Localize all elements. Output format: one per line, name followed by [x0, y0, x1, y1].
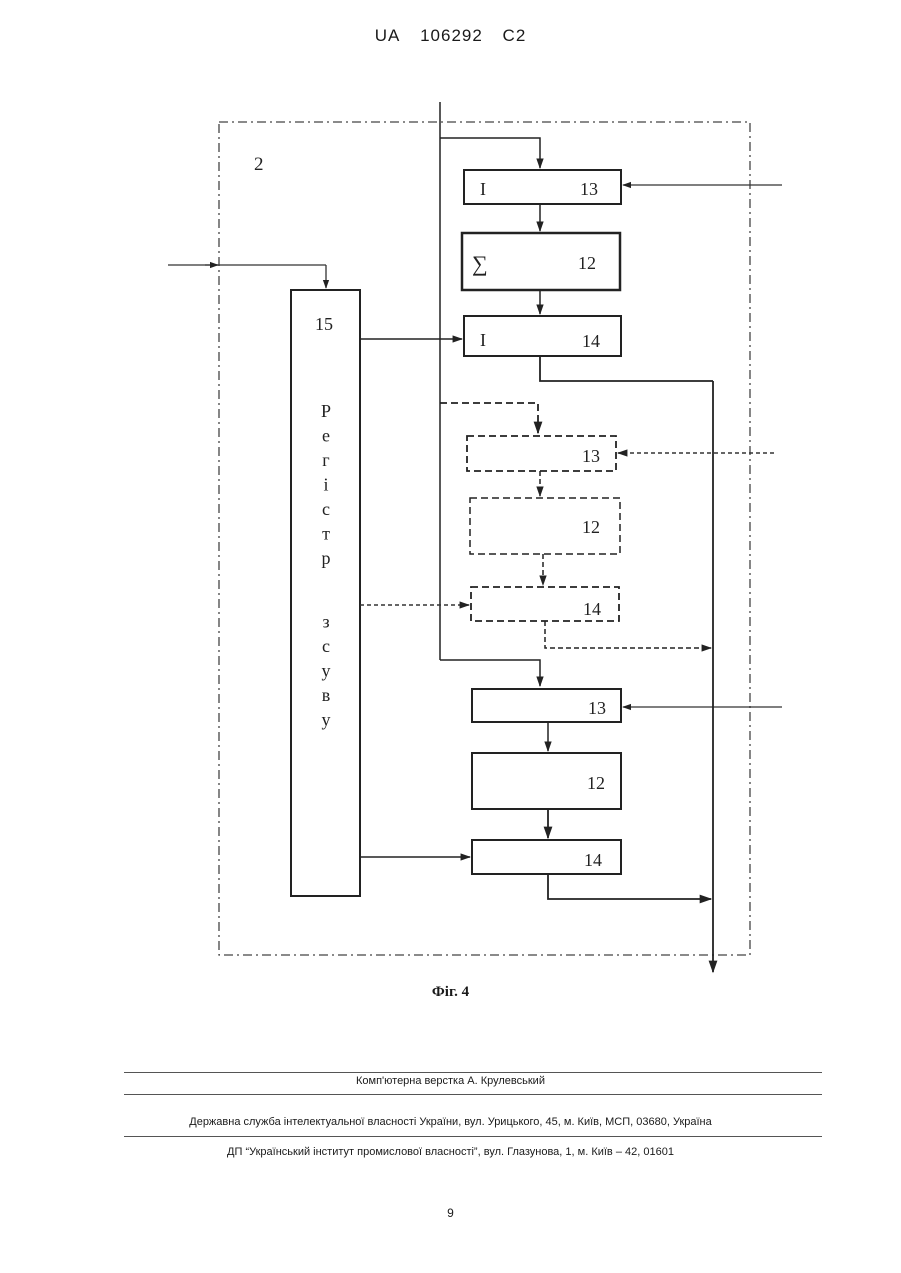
element-13-group-3-number: 13 — [588, 698, 606, 718]
shift-register-letter: г — [322, 450, 329, 470]
shift-register-letter: е — [322, 426, 330, 446]
element-14-group-1-symbol: I — [480, 330, 486, 350]
footer-rule-2 — [124, 1094, 822, 1095]
element-13-group-2-number: 13 — [582, 446, 600, 466]
element-13-group-1-symbol: I — [480, 179, 486, 199]
element-12-group-2-number: 12 — [582, 517, 600, 537]
shift-register-letter: с — [322, 499, 330, 519]
shift-register-number: 15 — [315, 314, 333, 334]
shift-register-letter: з — [322, 612, 329, 632]
group-2: 13 12 14 — [360, 436, 774, 648]
block-diagram: 2 15 Регістрзсуву I 13 ∑ 12 I 14 13 12 1… — [0, 0, 901, 1000]
unit-label: 2 — [254, 154, 264, 175]
output-14-group-1 — [540, 356, 713, 381]
shift-register-letter: і — [323, 475, 328, 495]
shift-register-letter: р — [322, 548, 331, 568]
shift-register-letter: Р — [321, 401, 331, 421]
footer-rule-3 — [124, 1136, 822, 1137]
footer-rule-1 — [124, 1072, 822, 1073]
institute-address: ДП “Український інститут промислової вла… — [0, 1146, 901, 1158]
figure-caption: Фіг. 4 — [0, 984, 901, 1001]
shift-register-letter: т — [322, 524, 330, 544]
shift-register-letter: у — [322, 710, 331, 730]
group-3: 13 12 14 — [360, 689, 782, 899]
output-14-group-3 — [548, 874, 711, 899]
element-14-group-2-number: 14 — [583, 599, 601, 619]
shift-register-letter: в — [322, 685, 331, 705]
element-12-group-3-number: 12 — [587, 773, 605, 793]
typesetting-credit: Комп'ютерна верстка А. Крулевський — [0, 1075, 901, 1087]
shift-register-box — [291, 290, 360, 896]
shift-register-label: Регістрзсуву — [321, 401, 331, 730]
shift-register-letter: с — [322, 636, 330, 656]
element-14-group-3-number: 14 — [584, 850, 602, 870]
bus-to-group3 — [440, 660, 540, 686]
element-12-group-1-number: 12 — [578, 253, 596, 273]
element-12-group-1-symbol: ∑ — [472, 251, 488, 276]
page-number: 9 — [0, 1206, 901, 1220]
bus-to-group1 — [440, 138, 540, 168]
output-14-group-2 — [545, 621, 711, 648]
group-1: I 13 ∑ 12 I 14 — [360, 170, 782, 381]
element-14-group-1-number: 14 — [582, 331, 600, 351]
agency-address: Державна служба інтелектуальної власност… — [0, 1116, 901, 1128]
element-13-group-1-number: 13 — [580, 179, 598, 199]
shift-register-letter: у — [322, 661, 331, 681]
bus-to-group2 — [440, 403, 538, 433]
